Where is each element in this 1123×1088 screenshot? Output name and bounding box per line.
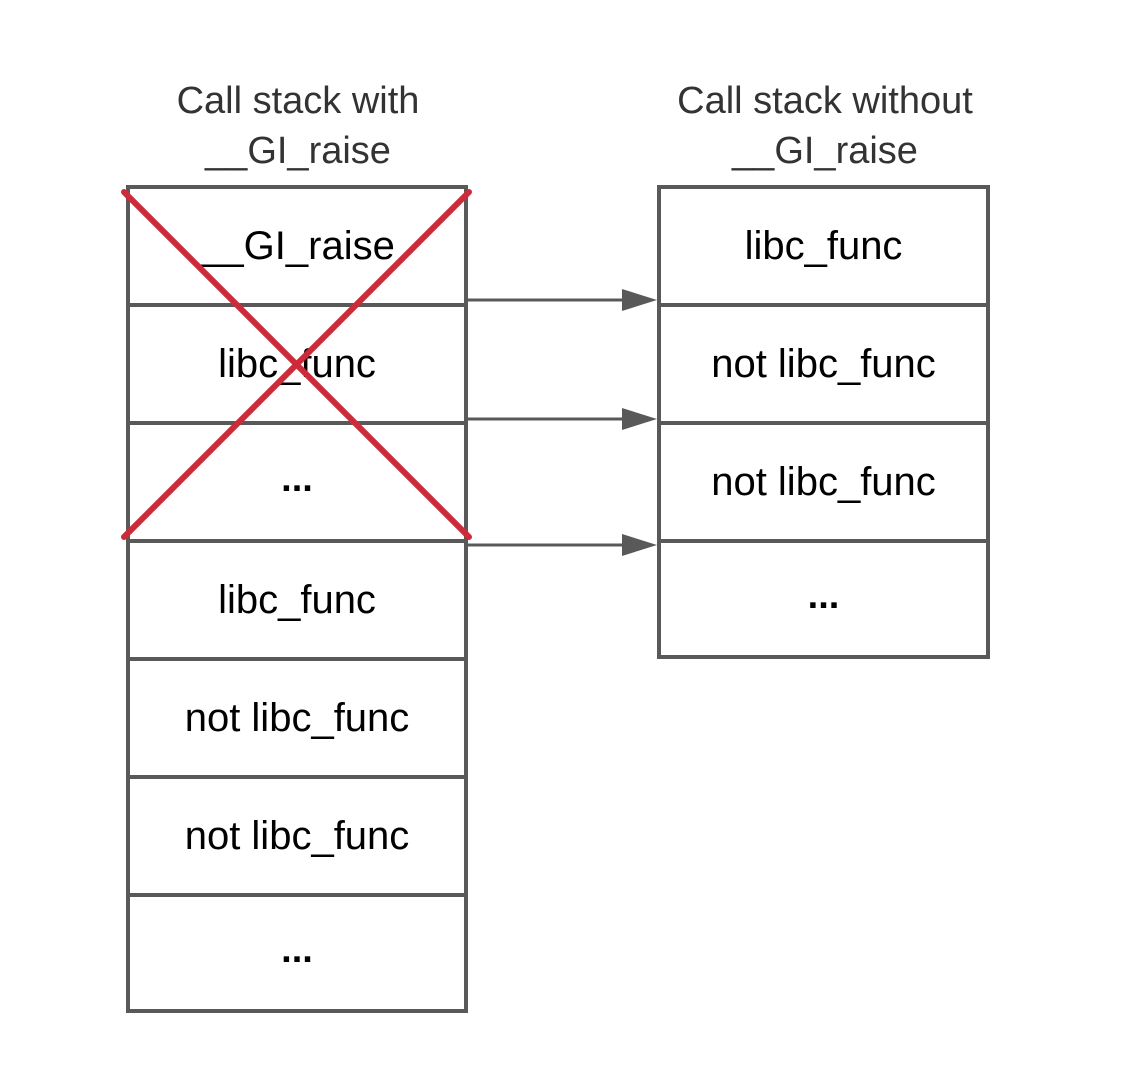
stack-frame: libc_func: [130, 539, 464, 657]
right-call-stack: libc_func not libc_func not libc_func ..…: [657, 185, 990, 659]
right-stack-title-line-2: __GI_raise: [732, 130, 918, 172]
left-stack-title: Call stack with __GI_raise: [128, 76, 468, 176]
mapping-arrow: [468, 408, 657, 430]
left-call-stack: __GI_raise libc_func ... libc_func not l…: [126, 185, 468, 1013]
stack-frame: not libc_func: [130, 775, 464, 893]
mapping-arrows: [468, 289, 657, 556]
stack-frame: not libc_func: [661, 421, 986, 539]
stack-frame-ellipsis: ...: [130, 421, 464, 539]
stack-frame: libc_func: [661, 185, 986, 303]
stack-frame-ellipsis: ...: [130, 893, 464, 1013]
stack-frame: libc_func: [130, 303, 464, 421]
mapping-arrow: [468, 534, 657, 556]
left-stack-title-line-1: Call stack with: [176, 80, 420, 122]
stack-frame: not libc_func: [130, 657, 464, 775]
right-stack-title: Call stack without __GI_raise: [640, 76, 1010, 176]
left-stack-title-line-2: __GI_raise: [205, 130, 391, 172]
mapping-arrow: [468, 289, 657, 311]
stack-frame-ellipsis: ...: [661, 539, 986, 659]
stack-frame: __GI_raise: [130, 185, 464, 303]
right-stack-title-line-1: Call stack without: [677, 80, 973, 122]
stack-frame: not libc_func: [661, 303, 986, 421]
